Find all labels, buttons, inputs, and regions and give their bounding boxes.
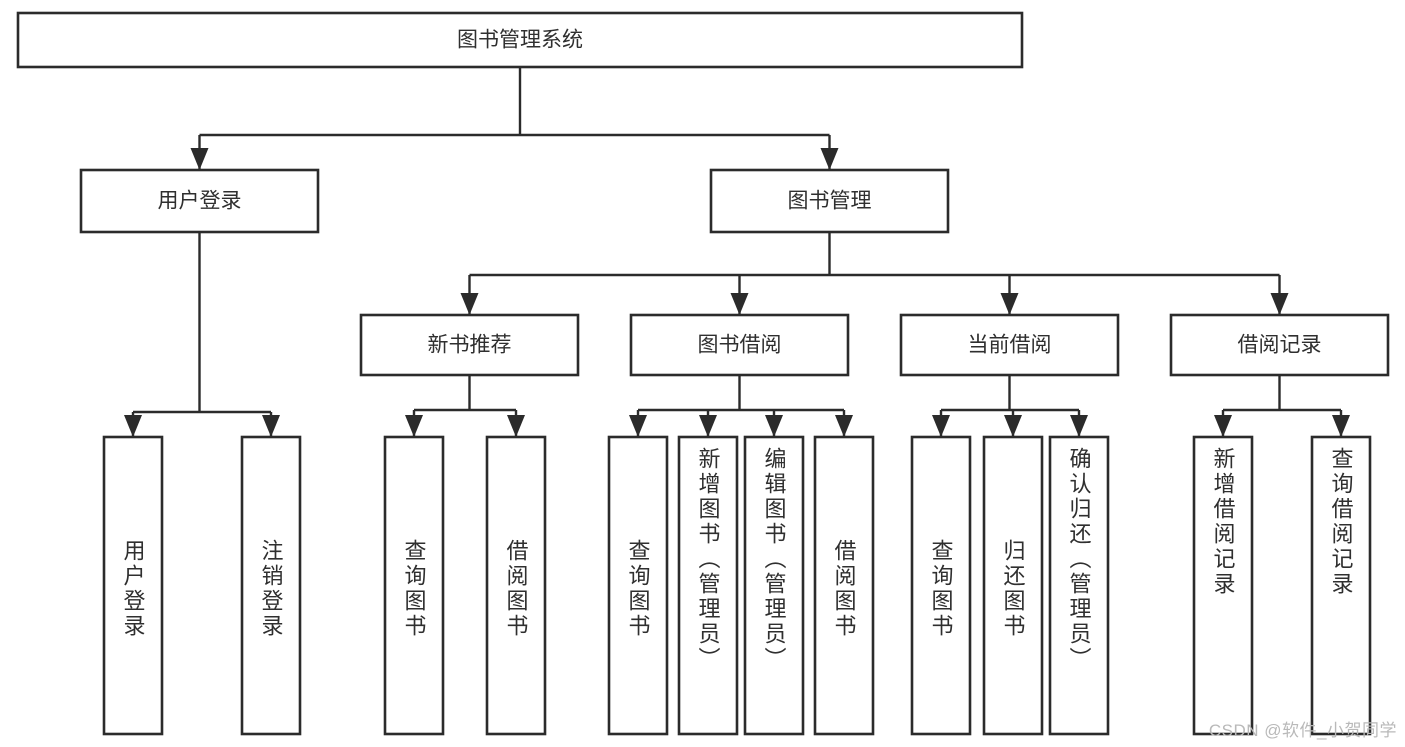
arrow-head-icon — [460, 293, 479, 315]
node-l3-新书推荐[interactable] — [359, 313, 580, 377]
arrow-head-icon — [1214, 415, 1232, 437]
node-label-l3-0: 新书推荐 — [428, 334, 512, 357]
arrow-head-icon — [820, 148, 839, 170]
arrow-head-icon — [1270, 293, 1289, 315]
arrow-head-icon — [262, 415, 280, 437]
node-leaf-新增图书管理员-5[interactable] — [677, 435, 739, 736]
node-l2-用户登录[interactable] — [79, 168, 320, 234]
node-leaf-查询借阅记录-12[interactable] — [1310, 435, 1372, 736]
node-leaf-借阅图书-7[interactable] — [813, 435, 875, 736]
arrow-head-icon — [730, 293, 749, 315]
arrow-head-icon — [190, 148, 209, 170]
node-leaf-确认归还管理员-10[interactable] — [1048, 435, 1110, 736]
node-label-l2-0: 用户登录 — [158, 190, 242, 213]
arrow-head-icon — [1000, 293, 1019, 315]
node-leaf-新增借阅记录-11[interactable] — [1192, 435, 1254, 736]
node-root-图书管理系统[interactable] — [16, 11, 1024, 69]
node-leaf-借阅图书-3[interactable] — [485, 435, 547, 736]
node-label-l2-1: 图书管理 — [788, 190, 872, 213]
node-label-l3-1: 图书借阅 — [698, 334, 782, 357]
node-leaf-归还图书-9[interactable] — [982, 435, 1044, 736]
arrow-head-icon — [1070, 415, 1088, 437]
node-boxes-group — [16, 11, 1390, 736]
arrow-head-icon — [1332, 415, 1350, 437]
node-leaf-查询图书-8[interactable] — [910, 435, 972, 736]
arrow-head-icon — [932, 415, 950, 437]
node-l3-当前借阅[interactable] — [899, 313, 1120, 377]
arrow-head-icon — [405, 415, 423, 437]
node-l3-借阅记录[interactable] — [1169, 313, 1390, 377]
node-label-l3-3: 借阅记录 — [1238, 334, 1322, 357]
arrow-head-icon — [629, 415, 647, 437]
node-l2-图书管理[interactable] — [709, 168, 950, 234]
node-leaf-查询图书-2[interactable] — [383, 435, 445, 736]
arrow-head-icon — [1004, 415, 1022, 437]
node-leaf-用户登录-0[interactable] — [102, 435, 164, 736]
arrow-head-icon — [765, 415, 783, 437]
node-label-l3-2: 当前借阅 — [968, 334, 1052, 357]
node-leaf-查询图书-4[interactable] — [607, 435, 669, 736]
connector-lines-group — [124, 67, 1350, 437]
arrow-head-icon — [699, 415, 717, 437]
arrow-head-icon — [507, 415, 525, 437]
node-leaf-编辑图书管理员-6[interactable] — [743, 435, 805, 736]
node-label-root: 图书管理系统 — [457, 29, 583, 52]
arrow-head-icon — [835, 415, 853, 437]
node-leaf-注销登录-1[interactable] — [240, 435, 302, 736]
node-l3-图书借阅[interactable] — [629, 313, 850, 377]
arrow-head-icon — [124, 415, 142, 437]
